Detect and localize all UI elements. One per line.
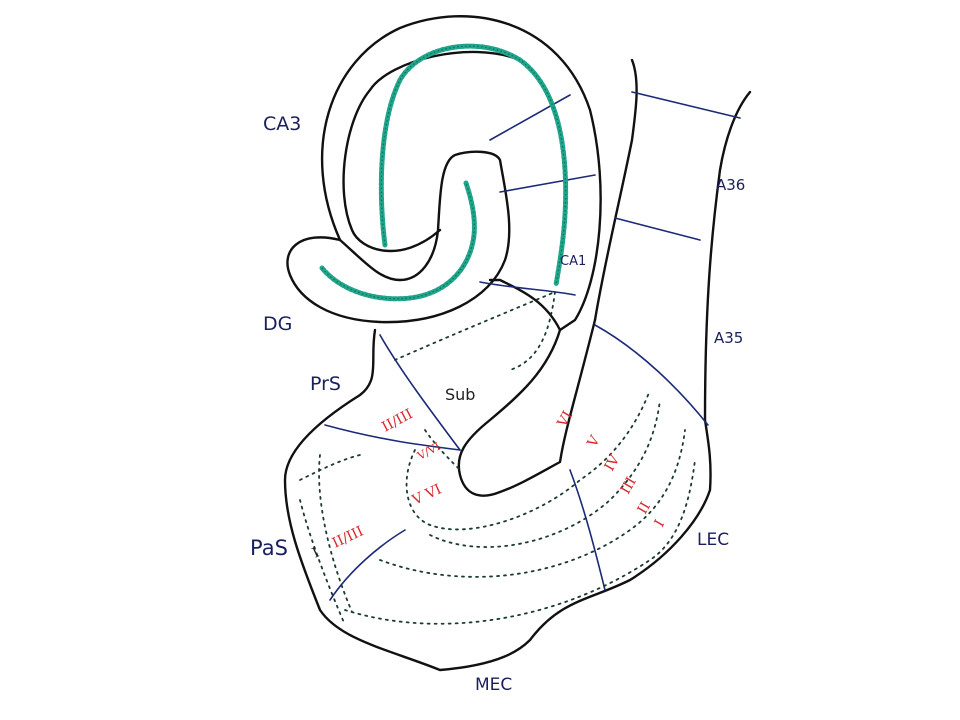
label-ca1: CA1 bbox=[560, 254, 586, 269]
layer-line-pas-1 bbox=[299, 499, 346, 626]
label-pas: PaS bbox=[250, 536, 288, 560]
layer-line-deep-3 bbox=[379, 429, 686, 578]
subiculum-finger bbox=[457, 318, 597, 497]
layer-lec-i: I bbox=[652, 517, 669, 530]
layer-line-1 bbox=[299, 454, 361, 481]
boundary-a36-top bbox=[631, 91, 741, 119]
layer-mec-deep: V VI bbox=[409, 481, 444, 509]
label-dg: DG bbox=[263, 313, 292, 335]
layer-prs-deep: V/VI bbox=[414, 440, 442, 463]
boundary-prs-pas bbox=[324, 424, 461, 451]
layer-line-prs-deep bbox=[424, 429, 461, 471]
label-lec: LEC bbox=[697, 530, 729, 550]
layer-line-deep-4 bbox=[344, 459, 696, 625]
boundary-a35-lec bbox=[594, 324, 709, 426]
label-mec: MEC bbox=[475, 675, 512, 695]
label-ca3: CA3 bbox=[263, 113, 301, 135]
boundary-sub-prs bbox=[379, 334, 461, 451]
dg-granule-layer-inner bbox=[321, 182, 475, 300]
layer-pas-upper: II/III bbox=[330, 523, 366, 551]
cortex-outline bbox=[283, 328, 712, 672]
ca3-inner-outline bbox=[342, 50, 522, 253]
ca-pyramidal-layer-inner bbox=[380, 45, 567, 286]
a36-strip-right bbox=[703, 90, 752, 422]
label-a35: A35 bbox=[714, 329, 743, 347]
boundary-ca3-ca1-b bbox=[499, 174, 596, 193]
layer-lec-v: V bbox=[584, 432, 604, 450]
boundary-a36-a35 bbox=[614, 217, 701, 241]
boundary-pas-mec bbox=[329, 529, 406, 601]
boundary-mec-lec bbox=[569, 469, 606, 591]
layer-line-deep-2 bbox=[429, 399, 661, 548]
layer-line-pas-2 bbox=[318, 454, 353, 613]
layer-line-ca1-sub bbox=[509, 291, 556, 371]
a36-strip-outline bbox=[593, 58, 638, 322]
layer-lec-vi: VI bbox=[554, 408, 576, 430]
layer-line-prs-1 bbox=[394, 291, 556, 361]
layer-pas-layer1: I bbox=[310, 545, 322, 562]
layer-line-deep-1 bbox=[405, 389, 651, 531]
boundary-ca1-sub bbox=[479, 281, 576, 296]
label-a36: A36 bbox=[716, 176, 745, 194]
layer-lec-ii: II bbox=[635, 499, 654, 517]
outer-outline bbox=[320, 15, 602, 332]
label-prs: PrS bbox=[310, 373, 341, 395]
layer-prs-upper: II/III bbox=[379, 406, 415, 435]
layer-lec-iii: III bbox=[618, 475, 640, 497]
layer-lec-iv: IV bbox=[602, 452, 624, 474]
label-sub: Sub bbox=[445, 385, 475, 404]
boundary-ca3-ca1-a bbox=[489, 94, 571, 141]
